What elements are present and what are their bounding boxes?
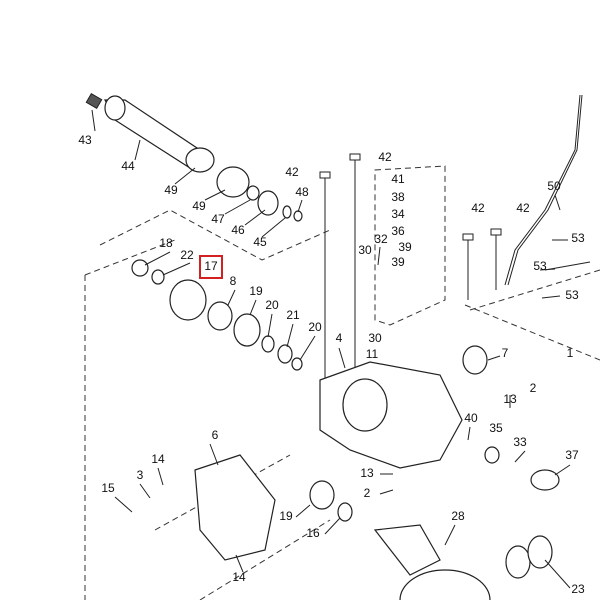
callout-35[interactable]: 35 xyxy=(489,421,503,435)
callout-8[interactable]: 8 xyxy=(230,274,237,288)
callout-36[interactable]: 36 xyxy=(391,224,405,238)
housing-bore xyxy=(342,378,388,432)
callout-41[interactable]: 41 xyxy=(391,172,405,186)
bearing-part xyxy=(309,480,335,510)
callout-32[interactable]: 32 xyxy=(374,232,388,246)
callout-34[interactable]: 34 xyxy=(391,207,405,221)
callout-39[interactable]: 39 xyxy=(398,240,412,254)
callout-20[interactable]: 20 xyxy=(265,298,279,312)
callout-30[interactable]: 30 xyxy=(358,243,372,257)
washer-part xyxy=(293,210,303,222)
callout-28[interactable]: 28 xyxy=(451,509,465,523)
callout-42[interactable]: 42 xyxy=(516,201,530,215)
ring-part xyxy=(246,185,260,201)
callout-15[interactable]: 15 xyxy=(101,481,115,495)
callout-23[interactable]: 23 xyxy=(571,582,585,596)
callout-40[interactable]: 40 xyxy=(464,411,478,425)
ring-gear-part xyxy=(399,569,491,600)
seal-part xyxy=(207,301,233,331)
callout-19[interactable]: 19 xyxy=(279,509,293,523)
callout-39[interactable]: 39 xyxy=(391,255,405,269)
callout-47[interactable]: 47 xyxy=(211,212,225,226)
callout-38[interactable]: 38 xyxy=(391,190,405,204)
callout-14[interactable]: 14 xyxy=(151,452,165,466)
callout-6[interactable]: 6 xyxy=(212,428,219,442)
coupling-part xyxy=(169,279,207,321)
callout-53[interactable]: 53 xyxy=(571,231,585,245)
ring-part xyxy=(277,344,293,364)
oring-part xyxy=(337,502,353,522)
sensor-part xyxy=(484,446,500,464)
callout-49[interactable]: 49 xyxy=(192,199,206,213)
callout-37[interactable]: 37 xyxy=(565,448,579,462)
drive-shaft-part xyxy=(85,92,215,173)
callout-42[interactable]: 42 xyxy=(471,201,485,215)
housing-part xyxy=(319,361,463,469)
bolts xyxy=(319,153,502,410)
bearing-part xyxy=(505,545,531,579)
callout-42[interactable]: 42 xyxy=(285,165,299,179)
callout-20[interactable]: 20 xyxy=(308,320,322,334)
callout-14[interactable]: 14 xyxy=(232,570,246,584)
callout-21[interactable]: 21 xyxy=(286,308,300,322)
callout-17-highlighted[interactable]: 17 xyxy=(204,259,218,273)
callout-42[interactable]: 42 xyxy=(378,150,392,164)
group-outline-right xyxy=(464,269,600,361)
leader-lines xyxy=(91,109,571,589)
callout-46[interactable]: 46 xyxy=(231,223,245,237)
callout-13[interactable]: 13 xyxy=(360,466,374,480)
callout-11[interactable]: 11 xyxy=(366,347,379,361)
callout-18[interactable]: 18 xyxy=(159,236,173,250)
group-outline-shaft xyxy=(99,209,331,261)
callout-13[interactable]: 13 xyxy=(503,392,517,406)
callout-4[interactable]: 4 xyxy=(336,331,343,345)
oring-part xyxy=(291,357,303,371)
callouts: 43 44 49 49 47 46 45 48 42 42 41 38 34 3… xyxy=(78,133,585,596)
callout-16[interactable]: 16 xyxy=(306,526,320,540)
breather-pipe xyxy=(504,94,583,286)
callout-19[interactable]: 19 xyxy=(249,284,263,298)
oring-part xyxy=(527,535,553,569)
gear-part xyxy=(257,190,279,216)
pinion-gear-part xyxy=(373,524,441,576)
bearing-part xyxy=(216,166,250,198)
clip-part xyxy=(282,205,292,219)
callout-43[interactable]: 43 xyxy=(78,133,92,147)
washer-part xyxy=(151,269,165,285)
group-outline-shift xyxy=(374,165,446,326)
callout-48[interactable]: 48 xyxy=(295,185,309,199)
highlight-box xyxy=(199,255,223,279)
callout-3[interactable]: 3 xyxy=(137,468,144,482)
callout-49[interactable]: 49 xyxy=(164,183,178,197)
callout-33[interactable]: 33 xyxy=(513,435,527,449)
callout-22[interactable]: 22 xyxy=(180,248,194,262)
group-outline-housing xyxy=(84,239,176,600)
callout-2[interactable]: 2 xyxy=(530,381,537,395)
callout-53[interactable]: 53 xyxy=(565,288,579,302)
ring-part xyxy=(261,335,275,353)
callout-2[interactable]: 2 xyxy=(364,486,371,500)
callout-1[interactable]: 1 xyxy=(567,346,574,360)
callout-30[interactable]: 30 xyxy=(368,331,382,345)
gasket-part xyxy=(194,454,276,561)
group-outline-cover xyxy=(154,454,331,600)
callout-50[interactable]: 50 xyxy=(547,179,561,193)
bearing-part xyxy=(233,313,261,347)
callout-45[interactable]: 45 xyxy=(253,235,267,249)
actuator-part xyxy=(530,469,560,491)
callout-7[interactable]: 7 xyxy=(502,346,509,360)
seal-part xyxy=(462,345,488,375)
callout-44[interactable]: 44 xyxy=(121,159,135,173)
nut-part xyxy=(131,259,149,277)
callout-53[interactable]: 53 xyxy=(533,259,547,273)
